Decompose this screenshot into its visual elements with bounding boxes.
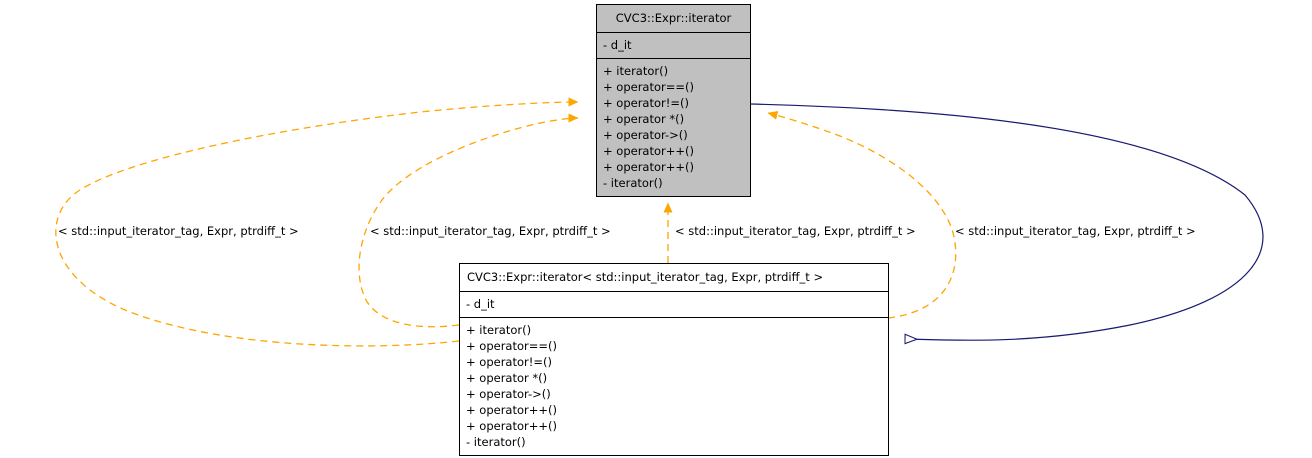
class-attribute: - d_it	[466, 297, 495, 311]
class-operation: + operator++()	[466, 419, 557, 433]
class-operation: + iterator()	[466, 323, 532, 337]
class-operation: + operator->()	[466, 387, 551, 401]
class-operation: + operator==()	[603, 80, 694, 94]
template-edge-left-outer	[55, 97, 579, 347]
edge-label-template-args-4: < std::input_iterator_tag, Expr, ptrdiff…	[955, 224, 1196, 238]
class-operation: + operator==()	[466, 339, 557, 353]
class-operation: + operator++()	[603, 144, 694, 158]
class-attributes-base: - d_it	[597, 33, 750, 58]
class-operation: + operator->()	[603, 128, 688, 142]
class-separator	[597, 58, 750, 59]
class-operations-derived: + iterator() + operator==() + operator!=…	[460, 318, 888, 455]
class-box-base[interactable]: CVC3::Expr::iterator - d_it + iterator()…	[596, 4, 751, 197]
class-separator	[460, 291, 888, 292]
template-edge-right	[767, 110, 957, 319]
class-operations-base: + iterator() + operator==() + operator!=…	[597, 59, 750, 196]
class-operation: + operator *()	[603, 112, 685, 126]
class-operation: + operator++()	[466, 403, 557, 417]
class-operation: + operator!=()	[603, 96, 689, 110]
class-operation: + iterator()	[603, 64, 669, 78]
edge-label-template-args-2: < std::input_iterator_tag, Expr, ptrdiff…	[370, 224, 611, 238]
class-name-base: CVC3::Expr::iterator	[615, 11, 732, 25]
class-operation: + operator!=()	[466, 355, 552, 369]
class-operation: + operator *()	[466, 371, 548, 385]
class-name-derived: CVC3::Expr::iterator< std::input_iterato…	[467, 270, 824, 284]
edge-label-template-args-3: < std::input_iterator_tag, Expr, ptrdiff…	[675, 224, 916, 238]
class-separator	[460, 317, 888, 318]
class-attributes-derived: - d_it	[460, 292, 888, 317]
class-attribute: - d_it	[603, 38, 632, 52]
class-operation: - iterator()	[466, 435, 526, 449]
class-operation: + operator++()	[603, 160, 694, 174]
inheritance-edge-navy	[749, 103, 1264, 340]
class-separator	[597, 32, 750, 33]
class-operation: - iterator()	[603, 176, 663, 190]
class-box-derived[interactable]: CVC3::Expr::iterator< std::input_iterato…	[459, 263, 889, 456]
edge-label-template-args-1: < std::input_iterator_tag, Expr, ptrdiff…	[58, 224, 299, 238]
template-edge-left-inner	[358, 113, 579, 328]
